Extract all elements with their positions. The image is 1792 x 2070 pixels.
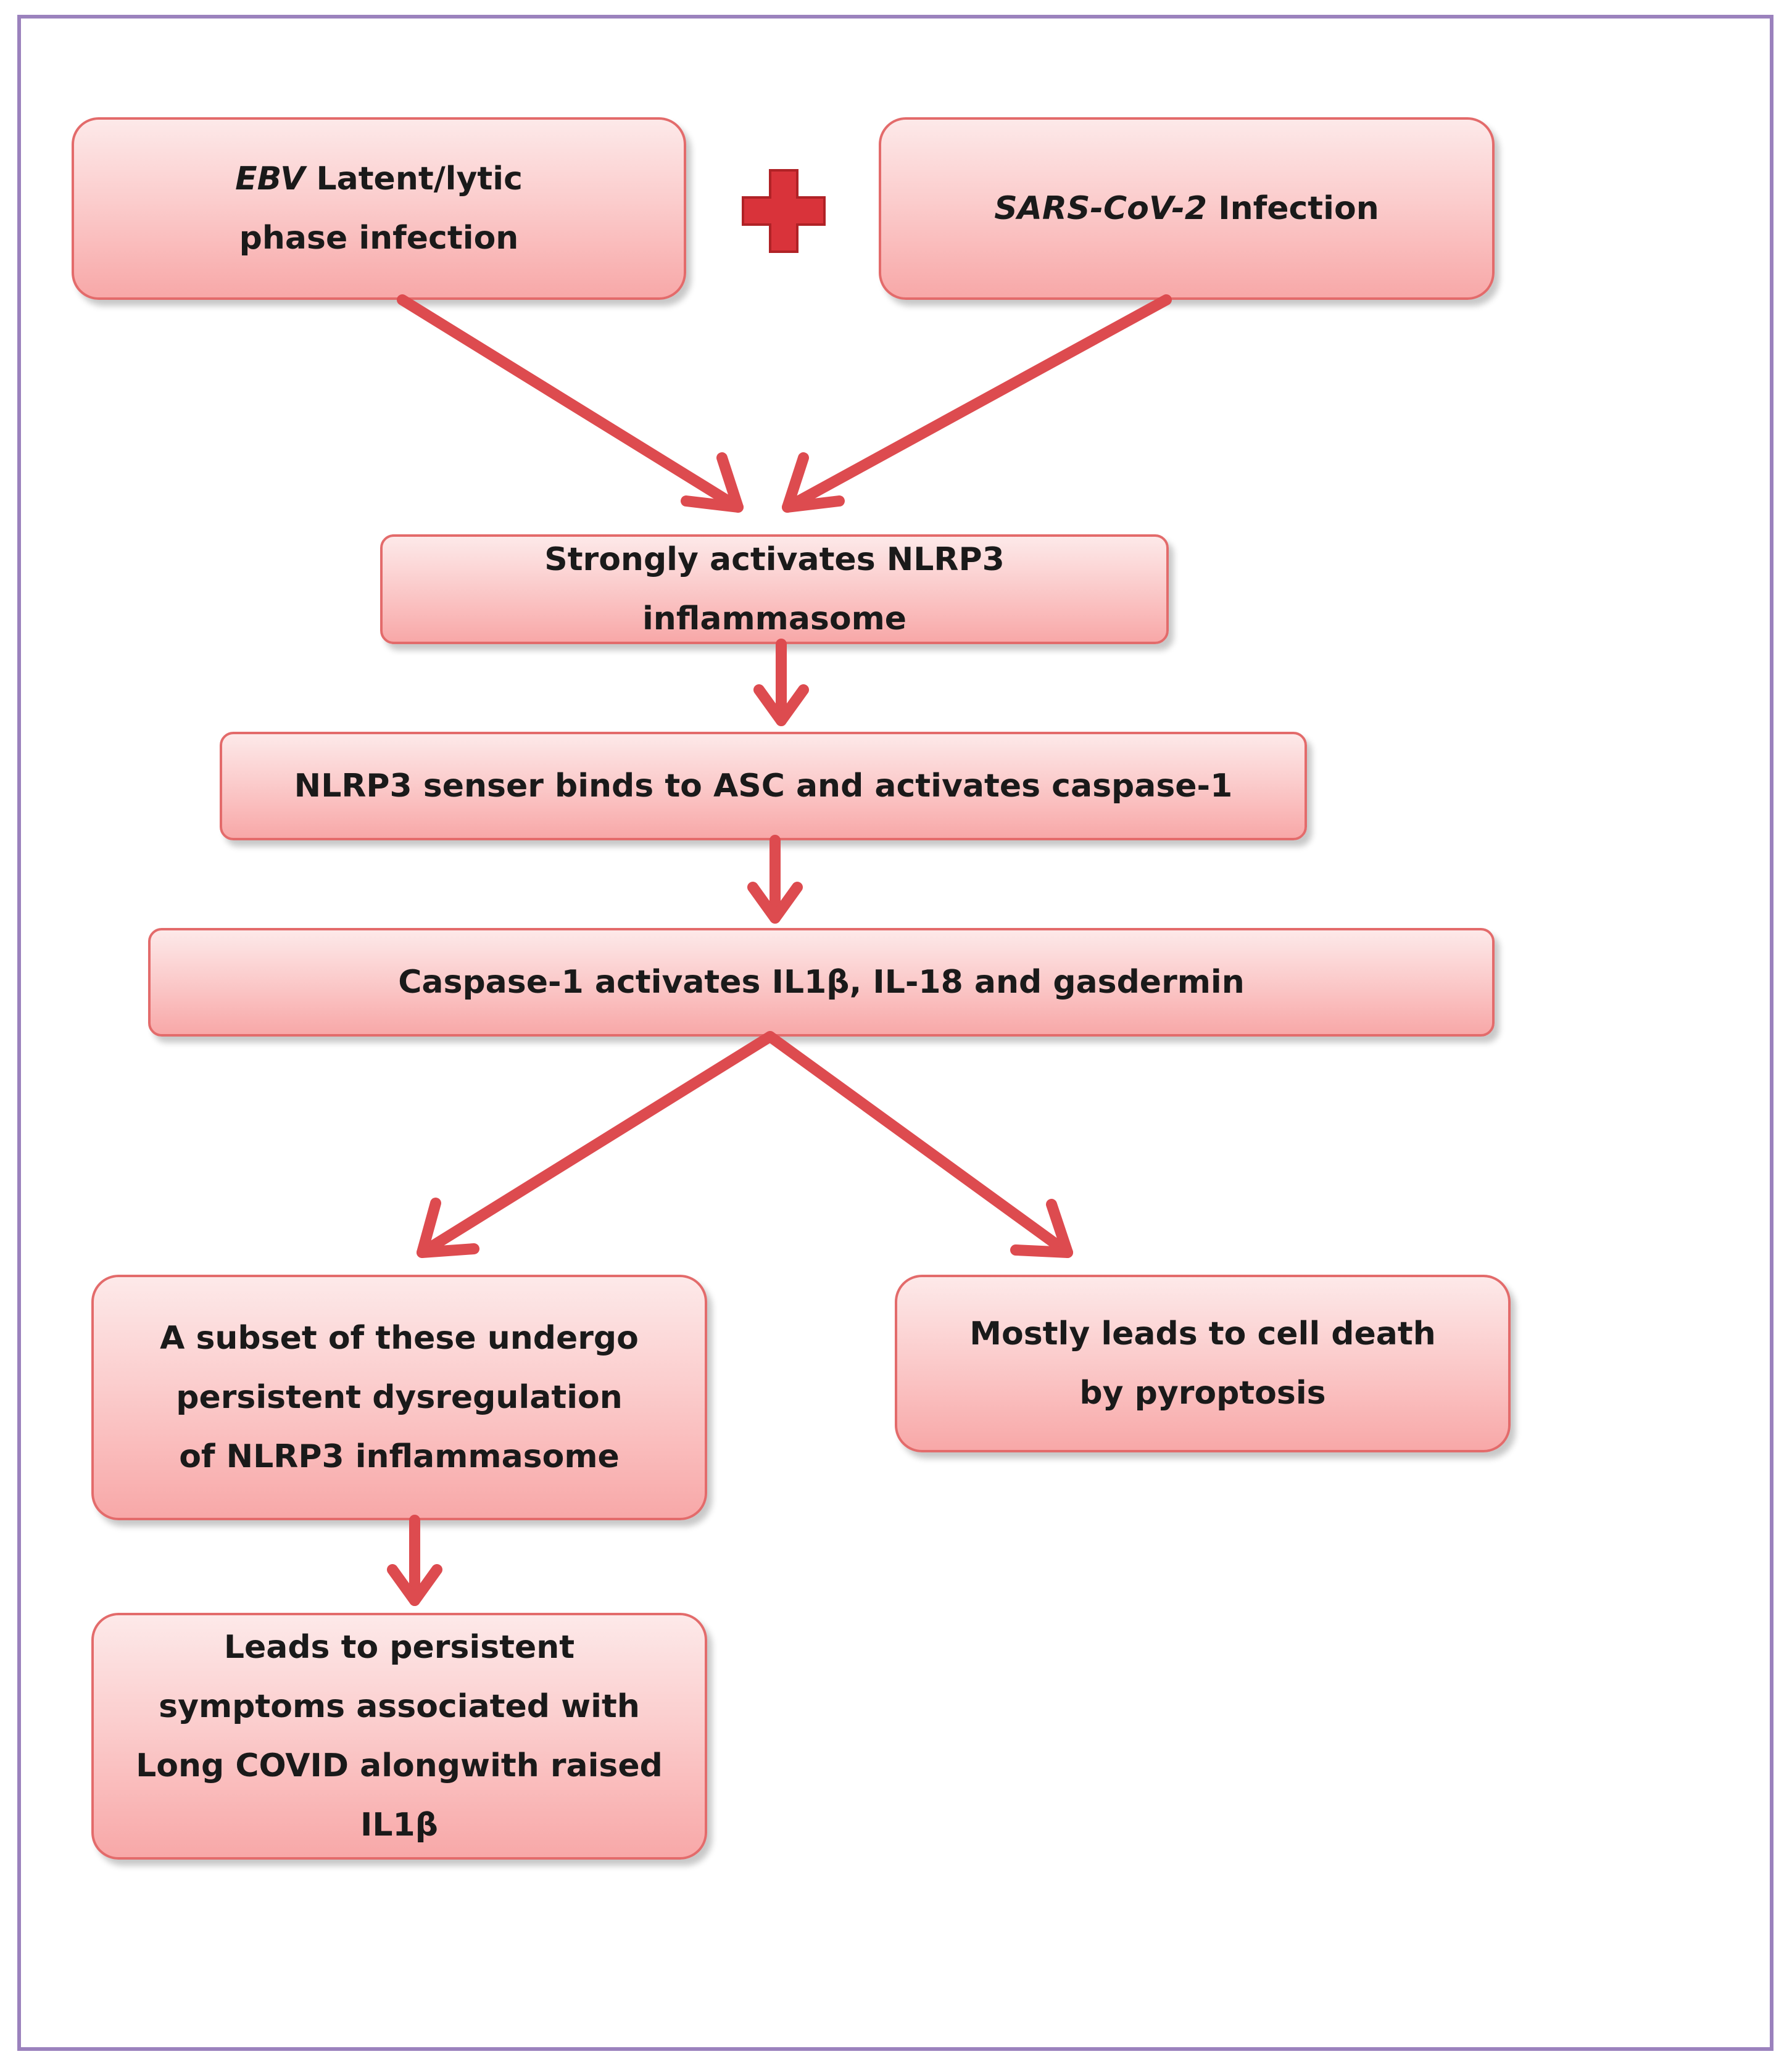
arrow-sars-to-activation xyxy=(782,294,1172,513)
asc-binding-text: NLRP3 senser binds to ASC and activates … xyxy=(294,768,1233,805)
ebv-label: EBV xyxy=(235,160,305,197)
arrowhead-long-covid xyxy=(387,1564,442,1606)
caspase-text: Caspase-1 activates IL1β, IL-18 and gasd… xyxy=(398,964,1245,1001)
arrow-ebv-to-activation xyxy=(397,294,744,513)
long-covid-text: Leads to persistent symptoms associated … xyxy=(136,1629,663,1844)
arrowhead-caspase xyxy=(747,882,803,924)
arrowhead-dysregulation xyxy=(417,1198,479,1258)
plus-icon xyxy=(742,169,826,253)
nlrp3-activation-text: Strongly activates NLRP3 inflammasome xyxy=(544,541,1005,637)
node-caspase-activation: Caspase-1 activates IL1β, IL-18 and gasd… xyxy=(148,928,1495,1037)
dysregulation-text: A subset of these undergo persistent dys… xyxy=(160,1320,639,1475)
node-sars-cov-2-infection: SARS-CoV-2 Infection xyxy=(879,117,1495,300)
node-asc-binding: NLRP3 senser binds to ASC and activates … xyxy=(220,732,1307,840)
sars-text: Infection xyxy=(1207,190,1379,227)
node-ebv-infection: EBV Latent/lytic phase infection xyxy=(72,117,686,300)
arrowhead-ebv xyxy=(681,452,744,513)
arrowhead-pyroptosis xyxy=(1010,1199,1073,1258)
arrowhead-asc xyxy=(753,684,809,726)
arrow-caspase-to-pyroptosis xyxy=(765,1031,1073,1258)
ebv-text: Latent/lytic phase infection xyxy=(239,160,523,257)
sars-label: SARS-CoV-2 xyxy=(994,190,1208,227)
node-nlrp3-activation: Strongly activates NLRP3 inflammasome xyxy=(380,534,1169,644)
node-long-covid-symptoms: Leads to persistent symptoms associated … xyxy=(91,1613,707,1860)
node-persistent-dysregulation: A subset of these undergo persistent dys… xyxy=(91,1275,707,1520)
arrow-caspase-to-dysregulation xyxy=(417,1031,776,1258)
pyroptosis-text: Mostly leads to cell death by pyroptosis xyxy=(969,1315,1436,1412)
arrowhead-sars xyxy=(782,452,845,513)
node-pyroptosis: Mostly leads to cell death by pyroptosis xyxy=(895,1275,1511,1452)
